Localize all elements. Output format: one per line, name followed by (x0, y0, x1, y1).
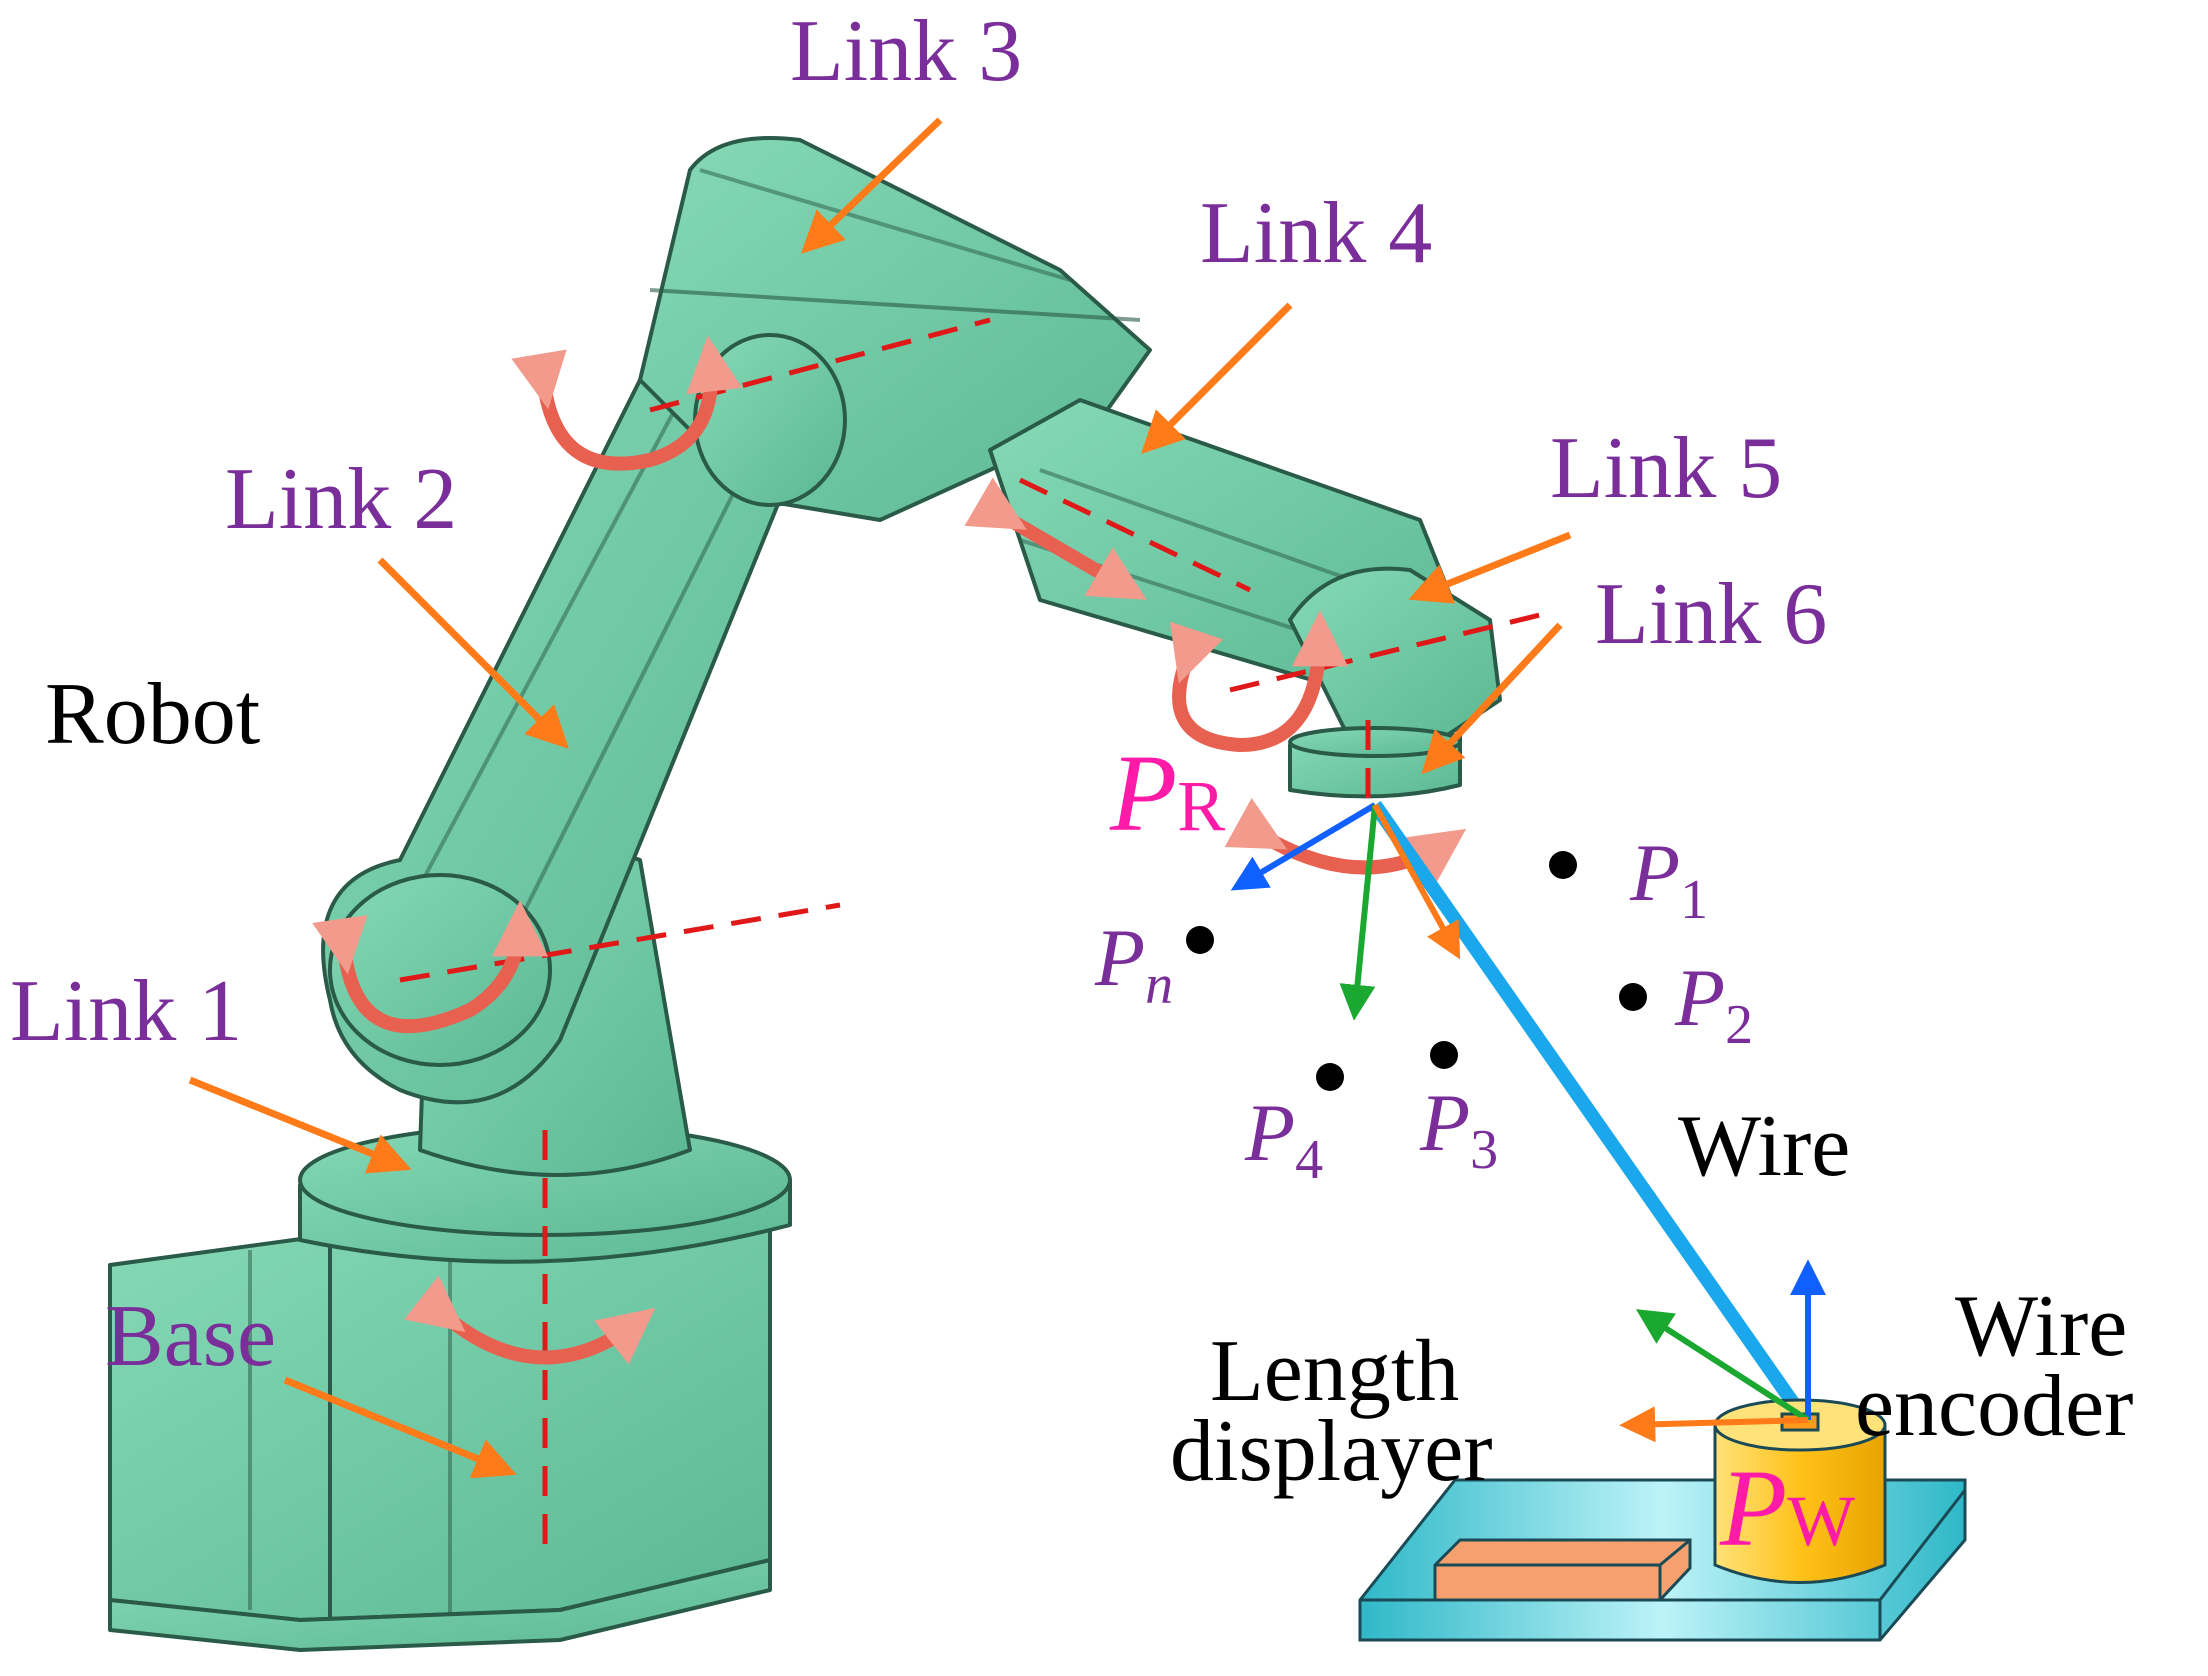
label-length-displayer-2: displayer (1170, 1403, 1493, 1500)
measuring-wire (1369, 800, 1811, 1425)
rotation-joint1-icon (404, 1275, 656, 1365)
pointer-link1 (188, 1076, 412, 1174)
label-pn: Pn (1094, 912, 1173, 1016)
pr-axis-blue (1230, 802, 1377, 891)
pointer-link3 (800, 117, 943, 254)
label-wire-encoder-2: encoder (1855, 1358, 2133, 1455)
point-p3-dot (1430, 1041, 1458, 1069)
rotation-joint2-icon (312, 900, 548, 1034)
measurement-station (1358, 1398, 1967, 1642)
label-length-displayer-1: Length (1210, 1323, 1459, 1420)
pr-axis-orange (1372, 803, 1461, 960)
point-p2-dot (1619, 983, 1647, 1011)
axis-joint4 (1018, 477, 1252, 593)
length-displayer-box (1433, 1538, 1692, 1602)
rotation-joint5-icon (1169, 610, 1348, 753)
label-pw: PW (1719, 1447, 1855, 1569)
rotation-arrows (312, 335, 1467, 1365)
pointer-link5 (1408, 531, 1572, 604)
pointer-link6 (1421, 622, 1563, 775)
label-pr: PR (1109, 732, 1225, 854)
pw-axis-orange (1619, 1406, 1809, 1443)
point-pn-dot (1186, 926, 1214, 954)
pointer-arrows (188, 117, 1572, 1479)
label-p1: P1 (1629, 827, 1708, 931)
label-link5: Link 5 (1550, 420, 1782, 517)
pointer-link2 (377, 557, 569, 749)
wire-encoder-body (1713, 1423, 1887, 1584)
label-p4: P4 (1244, 1087, 1323, 1191)
label-p2: P2 (1674, 952, 1753, 1056)
point-p4-dot (1316, 1063, 1344, 1091)
label-link6: Link 6 (1595, 566, 1827, 663)
label-wire-encoder-1: Wire (1955, 1278, 2127, 1375)
pr-frame (1230, 802, 1461, 1021)
label-wire: Wire (1678, 1098, 1850, 1195)
pw-axis-green (1635, 1309, 1810, 1423)
label-link1: Link 1 (10, 963, 242, 1060)
label-link3: Link 3 (790, 3, 1022, 100)
label-link2: Link 2 (225, 451, 457, 548)
labels: Link 3 Link 4 Link 2 Link 5 Link 6 Link … (10, 3, 2133, 1569)
rotation-joint3-icon (511, 335, 743, 471)
base-block (108, 1218, 772, 1622)
point-p1-dot (1549, 851, 1577, 879)
pointer-base (283, 1376, 517, 1479)
rotation-joint4-icon (964, 477, 1147, 600)
label-p3: P3 (1419, 1077, 1498, 1181)
label-base: Base (105, 1288, 276, 1385)
pw-frame (1619, 1259, 1826, 1443)
label-link4: Link 4 (1200, 185, 1432, 282)
pr-axis-green (1339, 804, 1378, 1021)
measurement-points (1186, 851, 1647, 1091)
label-robot: Robot (45, 666, 260, 763)
pointer-link4 (1141, 302, 1293, 454)
